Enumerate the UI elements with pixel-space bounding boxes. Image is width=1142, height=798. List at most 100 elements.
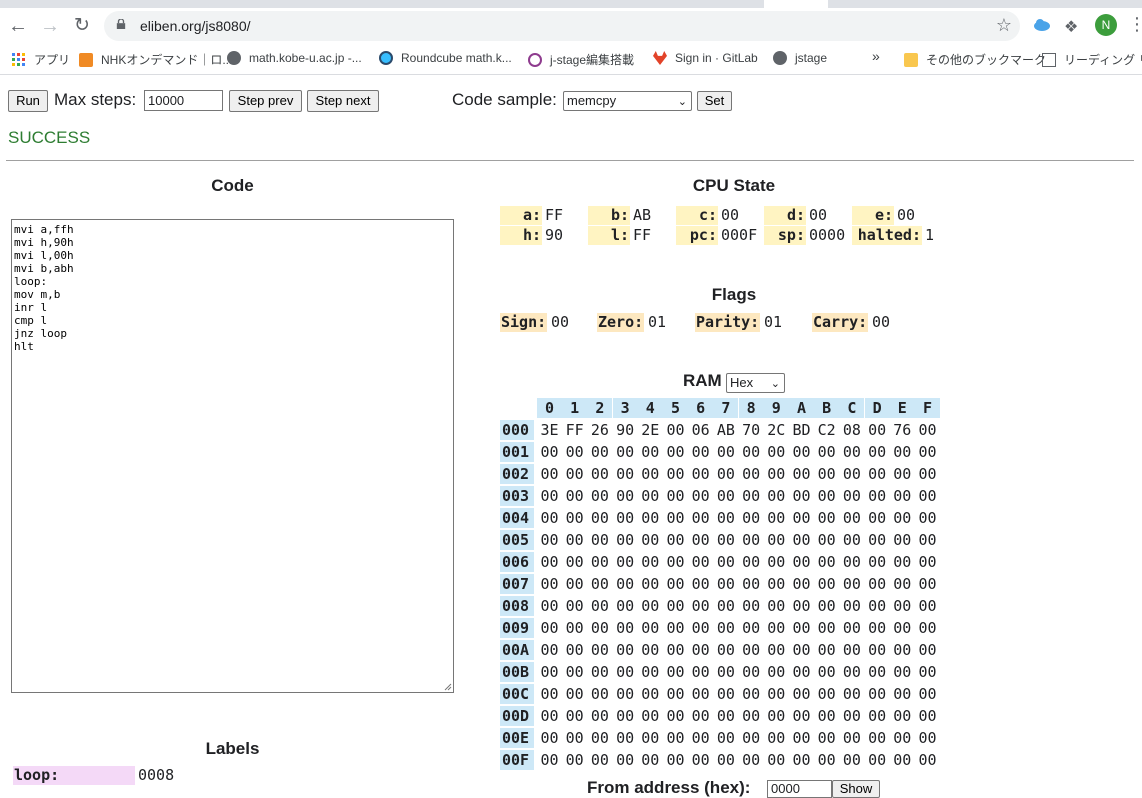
ram-byte: 00	[691, 553, 710, 571]
extensions-puzzle-icon[interactable]: ❖	[1064, 19, 1079, 36]
forward-arrow-icon[interactable]: →	[40, 15, 60, 37]
ram-byte: 00	[918, 729, 937, 747]
ram-byte: 00	[918, 751, 937, 769]
cloud-icon[interactable]	[1033, 18, 1051, 32]
code-text[interactable]: mvi a,ffh mvi h,90h mvi l,00h mvi b,abh …	[14, 223, 74, 353]
ram-byte: 00	[893, 465, 912, 483]
step-next-button[interactable]: Step next	[307, 90, 379, 112]
ram-byte: 00	[868, 707, 887, 725]
ram-byte: 00	[641, 531, 660, 549]
ram-row-address: 00A	[500, 640, 534, 660]
ram-column-header: 1	[562, 398, 588, 418]
ram-byte: 00	[590, 597, 609, 615]
register-name: e:	[852, 206, 894, 225]
ram-byte: 00	[817, 443, 836, 461]
show-button[interactable]: Show	[832, 780, 880, 798]
ram-byte: 00	[842, 707, 861, 725]
ram-byte: 00	[641, 509, 660, 527]
ram-byte: 00	[691, 597, 710, 615]
ram-byte: 00	[641, 597, 660, 615]
ram-format-select[interactable]: Hex ⌄	[726, 373, 785, 393]
bookmark-jstage-edit[interactable]: j-stage編集搭載	[528, 51, 634, 68]
ram-byte: 00	[616, 597, 635, 615]
globe-icon	[227, 51, 241, 65]
ram-byte: 00	[893, 685, 912, 703]
register-value: AB	[633, 206, 652, 224]
ram-byte: 00	[716, 575, 735, 593]
ram-byte: 00	[817, 509, 836, 527]
bookmark-gitlab[interactable]: Sign in · GitLab	[653, 51, 758, 65]
ram-byte: FF	[565, 421, 584, 439]
ram-byte: 00	[691, 663, 710, 681]
ram-byte: 00	[641, 685, 660, 703]
bookmark-roundcube[interactable]: Roundcube math.k...	[379, 51, 512, 65]
code-sample-select[interactable]: memcpy ⌄	[563, 91, 692, 111]
other-bookmarks[interactable]: その他のブックマーク	[904, 51, 1046, 68]
ram-byte: 00	[590, 553, 609, 571]
ram-byte: 00	[817, 597, 836, 615]
ram-byte: 00	[842, 487, 861, 505]
ram-byte: 00	[792, 641, 811, 659]
avatar[interactable]: N	[1095, 14, 1117, 36]
ram-byte: 00	[616, 553, 635, 571]
ram-byte: 00	[767, 729, 786, 747]
bookmark-nhk[interactable]: NHKオンデマンド｜ロ...	[79, 51, 232, 68]
omnibox[interactable]: eliben.org/js8080/ ☆	[104, 11, 1020, 41]
bookmark-apps[interactable]: アプリ	[12, 51, 70, 68]
ram-byte: 00	[540, 619, 559, 637]
bookmarks-overflow-chevron-icon[interactable]: »	[872, 48, 880, 64]
from-address-input[interactable]: 0000	[767, 780, 832, 798]
ram-row-address: 002	[500, 464, 534, 484]
flag-value: 00	[551, 313, 570, 331]
bookmark-jstage[interactable]: jstage	[773, 51, 827, 65]
reload-icon[interactable]: ↻	[74, 15, 90, 36]
ram-byte: 00	[767, 553, 786, 571]
ram-byte: 00	[918, 465, 937, 483]
ram-byte: BD	[792, 421, 811, 439]
bookmark-star-icon[interactable]: ☆	[995, 15, 1012, 35]
ram-byte: 00	[666, 685, 685, 703]
ram-byte: 00	[616, 465, 635, 483]
ram-byte: C2	[817, 421, 836, 439]
ram-byte: 00	[590, 619, 609, 637]
set-button[interactable]: Set	[697, 91, 732, 111]
run-button[interactable]: Run	[8, 90, 48, 112]
step-prev-button[interactable]: Step prev	[229, 90, 302, 112]
ram-byte: 00	[792, 553, 811, 571]
ram-byte: 00	[868, 421, 887, 439]
register-name: b:	[588, 206, 630, 225]
ram-byte: 00	[716, 465, 735, 483]
ram-byte: 00	[641, 553, 660, 571]
code-editor[interactable]: mvi a,ffh mvi h,90h mvi l,00h mvi b,abh …	[11, 219, 454, 693]
active-tab[interactable]	[764, 0, 828, 8]
flags-heading: Flags	[711, 285, 757, 304]
back-arrow-icon[interactable]: ←	[8, 15, 28, 37]
ram-byte: 00	[641, 575, 660, 593]
resize-handle-icon[interactable]	[444, 683, 452, 691]
ram-byte: AB	[716, 421, 735, 439]
ram-byte: 00	[716, 553, 735, 571]
max-steps-input[interactable]: 10000	[144, 90, 223, 111]
bookmark-math-kobe[interactable]: math.kobe-u.ac.jp -...	[227, 51, 362, 65]
ram-byte: 00	[893, 575, 912, 593]
menu-kebab-icon[interactable]: ⋮	[1128, 14, 1142, 34]
max-steps-label: Max steps:	[54, 90, 137, 109]
roundcube-icon	[379, 51, 393, 65]
reading-list[interactable]: リーディング リスト	[1042, 51, 1142, 68]
register-value: 0000	[809, 226, 846, 244]
ram-byte: 00	[716, 597, 735, 615]
ram-byte: 00	[565, 443, 584, 461]
register-name: a:	[500, 206, 542, 225]
ram-row-address: 000	[500, 420, 534, 440]
ram-byte: 00	[641, 641, 660, 659]
ram-byte: 00	[540, 751, 559, 769]
ram-byte: 00	[918, 641, 937, 659]
ram-byte: 00	[616, 575, 635, 593]
ram-byte: 2C	[767, 421, 786, 439]
register-value: 000F	[721, 226, 758, 244]
ram-byte: 00	[691, 641, 710, 659]
bookmarks-bar: アプリ NHKオンデマンド｜ロ... math.kobe-u.ac.jp -..…	[0, 44, 1142, 75]
ram-byte: 00	[666, 531, 685, 549]
url-text: eliben.org/js8080/	[140, 18, 251, 34]
ram-row-address: 006	[500, 552, 534, 572]
